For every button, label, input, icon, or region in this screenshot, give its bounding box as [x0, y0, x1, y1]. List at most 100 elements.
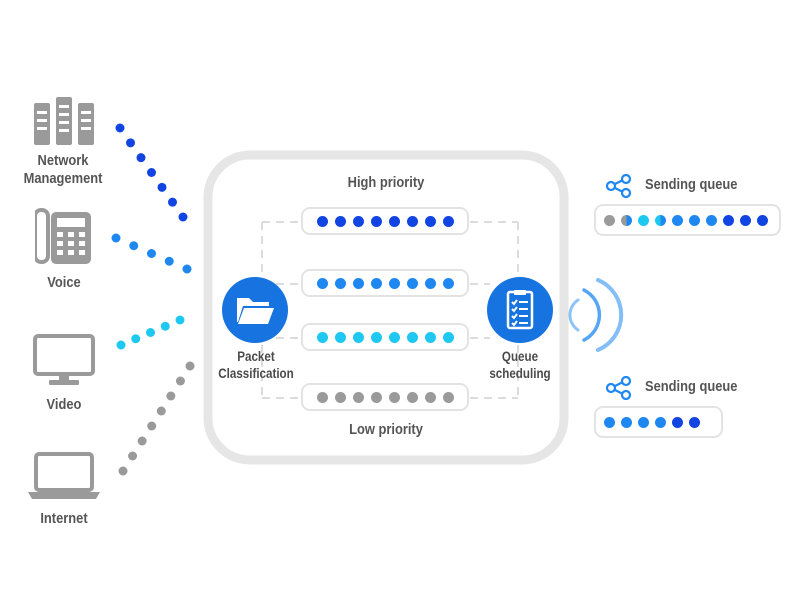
packet-classification-label: Packet Classification: [211, 348, 300, 382]
priority-queue-4: [301, 383, 469, 411]
packet-dot: [706, 214, 717, 226]
share-icon: [606, 174, 632, 198]
source-label-voice: Voice: [47, 274, 81, 291]
packet-classification-node: [222, 277, 288, 343]
packet-dot: [370, 215, 382, 227]
packet-dot: [672, 416, 683, 428]
trail-dot: [118, 466, 128, 476]
packet-dot: [442, 331, 454, 343]
queue-scheduling-label: Queue scheduling: [477, 348, 563, 382]
checklist-icon: [506, 290, 534, 330]
packet-dot: [424, 331, 436, 343]
trail-dot: [178, 212, 188, 222]
processing-frame: [203, 150, 569, 465]
priority-queue-2: [301, 269, 469, 297]
source-label-line-1: Network: [37, 152, 89, 169]
trail-dot: [156, 406, 166, 416]
packet-dot: [621, 416, 632, 428]
trail-dot: [168, 197, 177, 207]
trail-dot: [182, 264, 192, 274]
packet-dot: [370, 277, 382, 289]
packet-dot: [424, 215, 436, 227]
trail-dot: [137, 436, 147, 446]
packet-dot: [604, 416, 615, 428]
trail-dot: [115, 123, 125, 133]
trail-dot: [175, 315, 185, 325]
server-rack-icon: [34, 97, 94, 145]
packet-dot: [352, 277, 364, 289]
sending-queue-label-2: Sending queue: [645, 378, 738, 395]
trail-dot: [131, 334, 141, 344]
packet-dot: [388, 331, 400, 343]
trail-dot: [136, 153, 146, 163]
scheduling-line-2: scheduling: [489, 366, 551, 381]
packet-dot: [388, 391, 400, 403]
monitor-icon: [33, 334, 95, 385]
packet-dot: [604, 214, 615, 226]
trail-dot: [175, 376, 185, 386]
packet-dot: [316, 277, 328, 289]
trail-dot: [129, 241, 139, 251]
packet-dot: [334, 391, 346, 403]
trail-dot: [128, 451, 138, 461]
priority-queue-3: [301, 323, 469, 351]
trail-dot: [111, 233, 121, 243]
trail-dot: [126, 138, 135, 148]
packet-dot: [406, 277, 418, 289]
trail-dot: [146, 328, 155, 337]
source-label-line-2: Management: [23, 170, 103, 187]
source-label-video: Video: [46, 396, 82, 413]
packet-dot: [334, 331, 346, 343]
signal-wave-icon: [568, 278, 624, 352]
packet-dot: [388, 277, 400, 289]
trail-dot: [160, 321, 170, 331]
high-priority-label: High priority: [347, 174, 425, 191]
sending-queue-label-1: Sending queue: [645, 176, 738, 193]
packet-dot: [442, 277, 454, 289]
telephone-icon: [35, 208, 91, 264]
packet-dot: [388, 215, 400, 227]
low-priority-label: Low priority: [349, 421, 423, 438]
classification-line-2: Classification: [218, 366, 294, 381]
packet-dot: [424, 277, 436, 289]
classification-line-1: Packet: [237, 349, 275, 364]
trail-dot: [116, 340, 126, 350]
packet-dot: [406, 215, 418, 227]
trail-dot: [164, 256, 174, 266]
trail-dot: [185, 361, 195, 371]
packet-dot: [689, 214, 700, 226]
packet-dot: [723, 214, 734, 226]
packet-dot: [638, 214, 649, 226]
packet-dot: [406, 331, 418, 343]
trail-dot: [147, 249, 156, 258]
packet-dot: [638, 416, 649, 428]
source-label-internet: Internet: [40, 510, 88, 527]
packet-dot: [352, 215, 364, 227]
packet-dot: [689, 416, 700, 428]
packet-dot: [442, 215, 454, 227]
packet-dot: [316, 391, 328, 403]
packet-dot: [334, 215, 346, 227]
trail-dot: [147, 168, 156, 177]
packet-dot: [352, 391, 364, 403]
packet-dot: [757, 214, 768, 226]
sending-queue-2: [594, 406, 723, 438]
packet-dot: [740, 214, 751, 226]
share-icon: [606, 376, 632, 400]
packet-dot: [655, 214, 666, 226]
trail-dot: [147, 421, 157, 431]
packet-dot: [316, 331, 328, 343]
packet-dot: [424, 391, 436, 403]
packet-dot: [655, 416, 666, 428]
queue-scheduling-node: [487, 277, 553, 343]
packet-dot: [370, 391, 382, 403]
folder-icon: [237, 298, 274, 324]
priority-queue-1: [301, 207, 469, 235]
packet-dot: [334, 277, 346, 289]
source-label-network-management: Network Management: [17, 152, 108, 188]
scheduling-line-1: Queue: [501, 349, 539, 364]
packet-dot: [672, 214, 683, 226]
trail-dot: [166, 391, 176, 401]
